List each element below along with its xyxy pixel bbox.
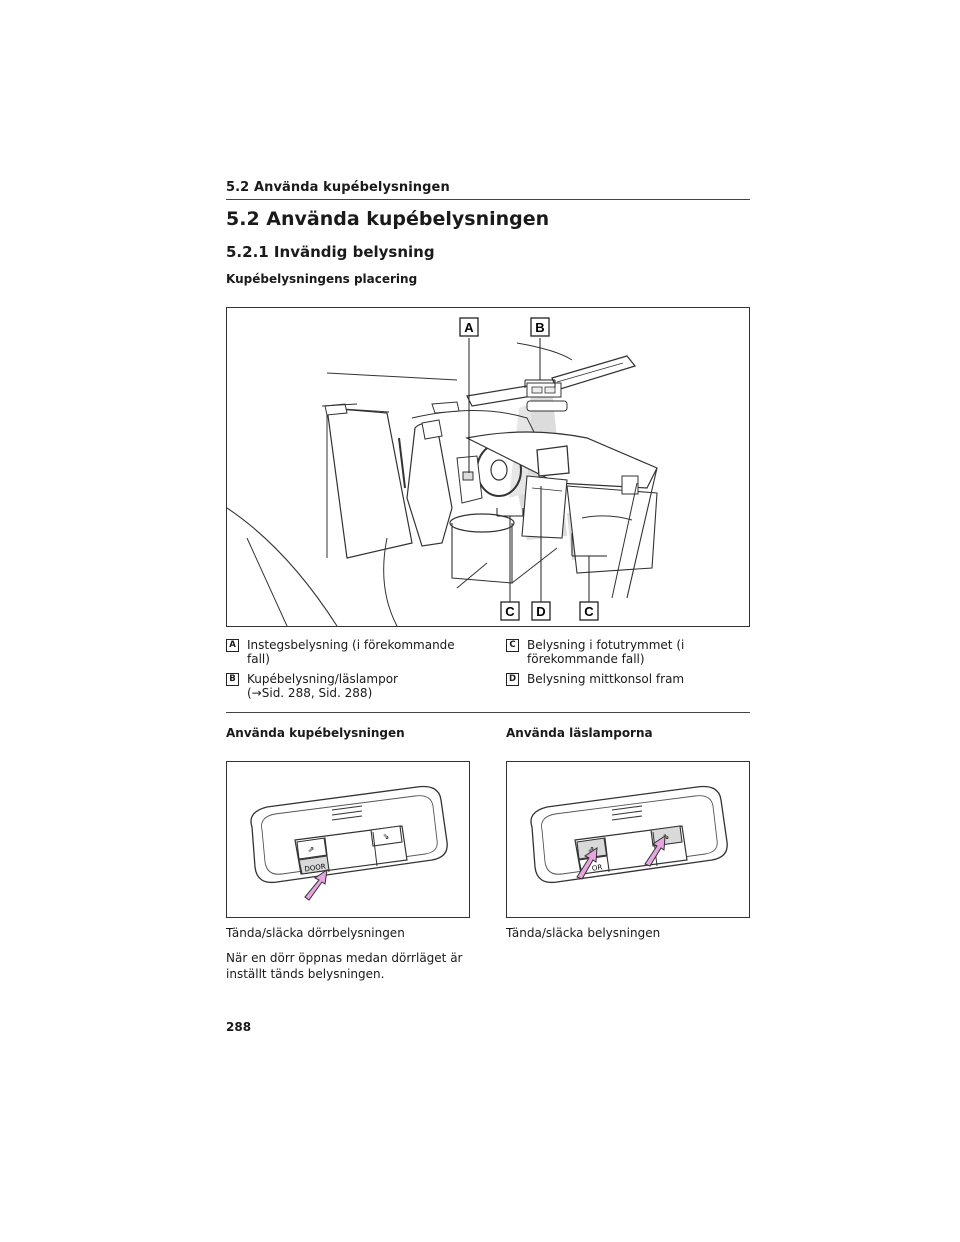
legend-text-c: Belysning i fotutrymmet (i förekommande … (527, 638, 685, 666)
section-title: 5.2 Använda kupébelysningen (226, 208, 550, 230)
legend-item-c: C Belysning i fotutrymmet (i förekommand… (506, 638, 746, 666)
left-note: När en dörr öppnas medan dörrläget är in… (226, 951, 463, 981)
left-subheading: Använda kupébelysningen (226, 726, 405, 740)
legend-text-d: Belysning mittkonsol fram (527, 672, 685, 686)
subsection-title: 5.2.1 Invändig belysning (226, 243, 435, 261)
legend-text-a: Instegsbelysning (i förekommande fall) (247, 638, 455, 666)
svg-text:A: A (464, 320, 474, 335)
header-rule (226, 199, 750, 200)
svg-text:C: C (505, 604, 515, 619)
door-light-illustration: ⇗ ⇘ DOOR (226, 761, 470, 918)
svg-text:D: D (536, 604, 545, 619)
press-arrow-left-icon (576, 847, 598, 880)
svg-text:C: C (584, 604, 594, 619)
svg-text:⇗: ⇗ (588, 845, 595, 854)
legend-item-a: A Instegsbelysning (i förekommande fall) (226, 638, 476, 666)
legend-text-b: Kupébelysning/läslampor (247, 672, 398, 686)
running-header: 5.2 Använda kupébelysningen (226, 180, 450, 195)
legend-item-d: D Belysning mittkonsol fram (506, 672, 746, 686)
svg-text:⇘: ⇘ (663, 832, 670, 841)
legend-key-c: C (506, 639, 519, 652)
legend-ref-b[interactable]: (→Sid. 288, Sid. 288) (247, 686, 373, 700)
legend-key-a: A (226, 639, 239, 652)
right-caption: Tända/släcka belysningen (506, 926, 661, 940)
svg-text:⇗: ⇗ (308, 845, 315, 854)
reading-lamp-illustration: ⇗ ⇘ OR (506, 761, 750, 918)
section-rule (226, 712, 750, 713)
svg-text:⇘: ⇘ (383, 832, 390, 841)
door-button-label: DOOR (304, 863, 326, 874)
right-subheading: Använda läslamporna (506, 726, 653, 740)
legend-key-b: B (226, 673, 239, 686)
interior-illustration: A B C D C (226, 307, 750, 627)
callout-c-left: C (500, 601, 520, 621)
legend-item-b: B Kupébelysning/läslampor (→Sid. 288, Si… (226, 672, 476, 700)
press-arrow-icon (304, 868, 328, 901)
callout-d: D (531, 601, 551, 621)
left-caption: Tända/släcka dörrbelysningen (226, 926, 405, 940)
legend-key-d: D (506, 673, 519, 686)
callout-c-right: C (579, 601, 599, 621)
figure-heading: Kupébelysningens placering (226, 272, 418, 286)
press-arrow-right-icon (644, 835, 666, 867)
svg-text:B: B (535, 320, 544, 335)
callout-a: A (459, 317, 479, 337)
page-number: 288 (226, 1020, 252, 1034)
callout-b: B (530, 317, 550, 337)
door-button-label-partial: OR (591, 863, 603, 872)
